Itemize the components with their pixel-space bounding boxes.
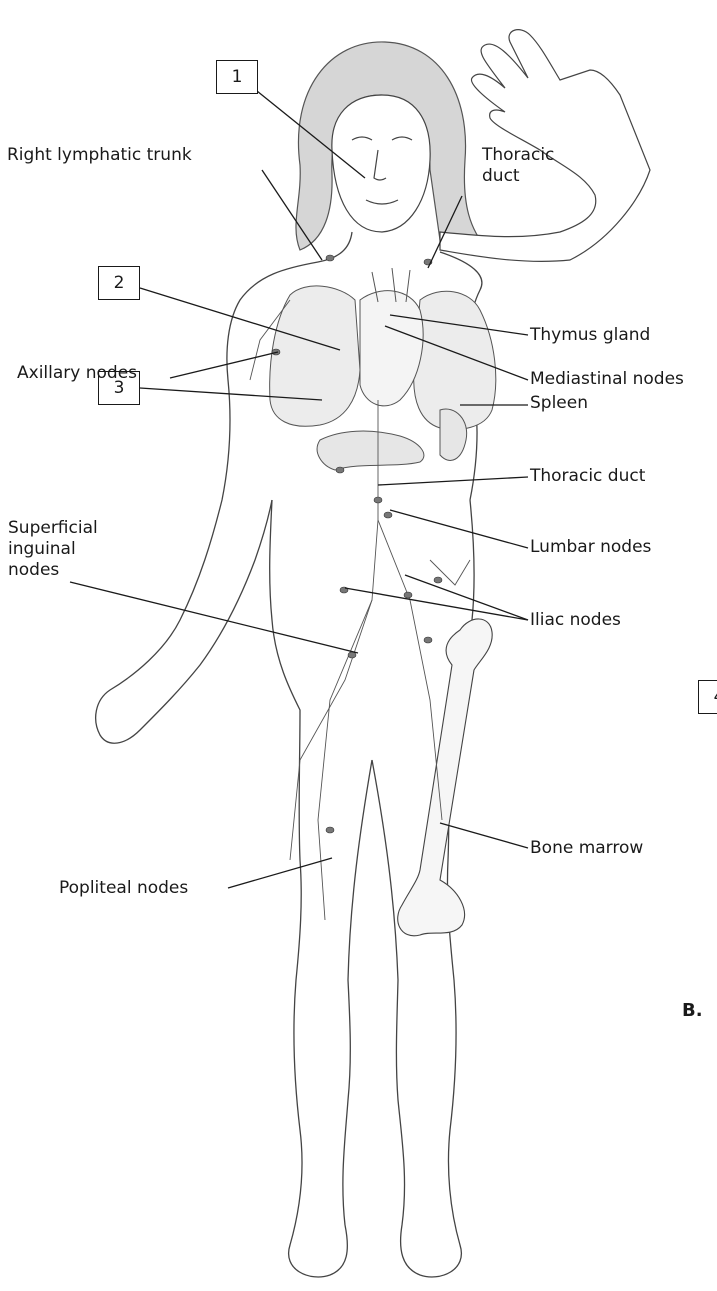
label-axillary-nodes: Axillary nodes <box>17 364 137 383</box>
callout-4: 4 <box>698 680 717 714</box>
label-superficial-inguinal-2: inguinal <box>8 540 76 559</box>
spleen-pancreas <box>317 409 467 470</box>
femur-bone <box>398 619 492 936</box>
label-thymus-gland: Thymus gland <box>530 326 650 345</box>
label-popliteal-nodes: Popliteal nodes <box>59 879 188 898</box>
label-superficial-inguinal-1: Superficial <box>8 519 98 538</box>
label-lumbar-nodes: Lumbar nodes <box>530 538 651 557</box>
label-mediastinal-nodes: Mediastinal nodes <box>530 370 684 389</box>
callout-2: 2 <box>98 266 140 300</box>
label-thoracic-duct-upper-2: duct <box>482 167 520 186</box>
label-bone-marrow: Bone marrow <box>530 839 643 858</box>
label-thoracic-duct-upper-1: Thoracic <box>482 146 554 165</box>
label-thoracic-duct-lower: Thoracic duct <box>530 467 645 486</box>
label-right-lymphatic-trunk: Right lymphatic trunk <box>7 146 192 165</box>
label-spleen: Spleen <box>530 394 588 413</box>
label-superficial-inguinal-3: nodes <box>8 561 59 580</box>
callout-1: 1 <box>216 60 258 94</box>
label-iliac-nodes: Iliac nodes <box>530 611 621 630</box>
part-letter: B. <box>682 1000 703 1021</box>
